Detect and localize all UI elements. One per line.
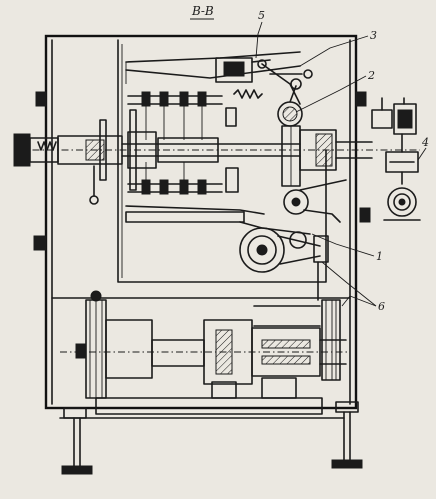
machine-legs — [61, 401, 363, 475]
housing-frame — [44, 34, 358, 419]
middle-gear-stack — [127, 162, 239, 195]
callout-label-3: 3 — [370, 29, 377, 42]
top-linkage — [125, 51, 313, 127]
callout-label-2: 2 — [367, 69, 375, 82]
callout-label-5: 5 — [258, 9, 265, 22]
top-gear-stack — [127, 91, 223, 140]
callout-label-6: 6 — [378, 300, 385, 313]
side-drive-unit — [371, 97, 421, 221]
callout-label-1: 1 — [376, 250, 383, 263]
wall-knobs — [33, 91, 371, 359]
lever-assembly — [277, 78, 309, 215]
section-title: В-В — [191, 4, 214, 18]
roller-assembly — [125, 179, 347, 301]
callout-leaders — [255, 21, 427, 307]
lower-spindle-unit — [60, 290, 350, 399]
main-shaft — [13, 109, 420, 191]
callout-label-4: 4 — [421, 136, 429, 149]
